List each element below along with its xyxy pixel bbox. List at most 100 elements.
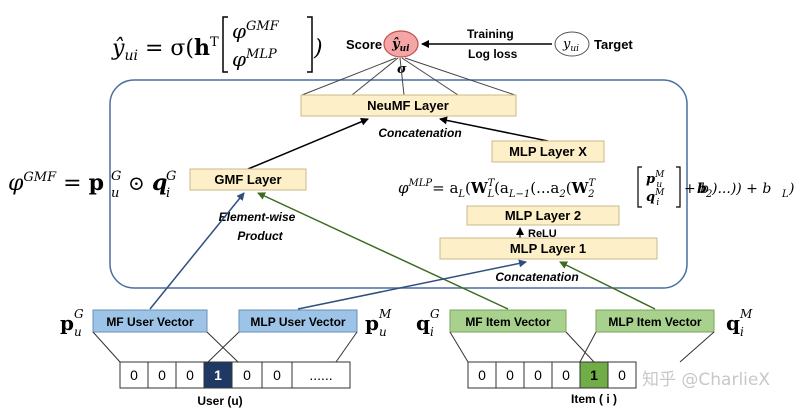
svg-text:φGMF = p: φGMF = p	[8, 170, 104, 196]
concat-top-label: Concatenation	[378, 126, 461, 140]
elementwise-label-2: Product	[237, 229, 283, 243]
onehot-cell	[291, 361, 351, 389]
elementwise-label-1: Element-wise	[219, 210, 296, 224]
svg-text:pMu: pMu	[646, 170, 665, 190]
svg-text:M: M	[378, 307, 392, 321]
item-input-label: Item ( i )	[571, 392, 617, 406]
svg-text:p: p	[60, 311, 74, 335]
mf-item-vector	[449, 309, 567, 333]
svg-text:G: G	[111, 169, 121, 184]
svg-text:i: i	[166, 186, 170, 201]
concat-bottom-label: Concatenation	[495, 270, 578, 284]
onehot-cell	[231, 361, 263, 389]
svg-text:L: L	[781, 189, 789, 200]
svg-text:M: M	[739, 307, 753, 321]
score-node	[383, 30, 419, 58]
watermark: 知乎 @CharlieX	[642, 370, 770, 390]
prediction-formula: ŷui = σ(hT φGMF φMLP )	[111, 16, 323, 73]
svg-text:p: p	[365, 311, 379, 335]
onehot-value: 1	[590, 367, 598, 383]
mlp-item-to-mlp1-arrow	[559, 261, 656, 310]
onehot-value: 0	[478, 367, 486, 383]
svg-text:φMLP= aL(WTL(aL−1(...a2(WT2: φMLP= aL(WTL(aL−1(...a2(WT2	[398, 178, 596, 200]
onehot-value: 0	[186, 367, 194, 383]
svg-text:+ b: + b	[684, 181, 709, 197]
svg-text:MLP Layer 1: MLP Layer 1	[510, 241, 586, 256]
onehot-value: 0	[534, 367, 542, 383]
svg-text:G: G	[166, 169, 176, 184]
onehot-cell	[203, 361, 233, 389]
user-input-label: User (u)	[197, 394, 242, 408]
onehot-value: 0	[130, 367, 138, 383]
onehot-value: 0	[506, 367, 514, 383]
svg-text:2: 2	[705, 189, 712, 200]
svg-text:): )	[788, 181, 794, 197]
svg-text:ŷui = σ(hT: ŷui = σ(hT	[111, 35, 219, 64]
svg-text:q: q	[152, 170, 167, 196]
svg-text:i: i	[430, 325, 434, 339]
embedding-connectors	[92, 331, 715, 363]
onehot-value: 0	[158, 367, 166, 383]
svg-text:q: q	[726, 311, 740, 335]
vector-symbols: p G u p M u q G i q M i	[60, 307, 753, 339]
onehot-value: 0	[618, 367, 626, 383]
user-onehot-row: 0 0 0 1 0 0......	[119, 361, 351, 389]
mlp-user-to-mlp1-arrow	[297, 259, 527, 310]
mf-item-to-gmf-arrow	[257, 192, 509, 310]
target-node	[554, 31, 590, 57]
sigma-label: σ	[397, 62, 407, 77]
svg-text:MF User Vector: MF User Vector	[106, 315, 194, 329]
score-label: Score	[346, 37, 382, 52]
mlp-item-vector	[595, 309, 715, 333]
mf-user-vector	[92, 309, 208, 333]
onehot-cell	[607, 361, 637, 389]
training-label: Training	[467, 27, 514, 41]
gmf-formula: φGMF = p G u ⊙ q G i	[8, 169, 176, 201]
svg-text:NeuMF Layer: NeuMF Layer	[367, 98, 449, 113]
onehot-cell	[523, 361, 553, 389]
svg-text:G: G	[430, 307, 440, 321]
onehot-value: 1	[214, 367, 222, 383]
svg-text:GMF Layer: GMF Layer	[214, 172, 281, 187]
mlp-layer-1	[439, 237, 658, 260]
svg-text:MF Item Vector: MF Item Vector	[465, 315, 551, 329]
mlpx-to-neumf-arrow	[439, 116, 549, 142]
onehot-value: ......	[309, 367, 332, 383]
onehot-cell	[147, 361, 177, 389]
svg-text:q: q	[416, 311, 430, 335]
svg-text:MLP User Vector: MLP User Vector	[250, 315, 345, 329]
svg-text:u: u	[379, 325, 387, 339]
output-fan	[301, 57, 516, 96]
svg-text:G: G	[74, 307, 84, 321]
onehot-value: 0	[273, 367, 281, 383]
svg-text:ŷui: ŷui	[391, 37, 410, 54]
svg-text:i: i	[740, 325, 744, 339]
svg-text:φGMF: φGMF	[232, 19, 280, 43]
svg-text:MLP Layer 2: MLP Layer 2	[505, 208, 581, 223]
svg-text:⊙: ⊙	[128, 171, 145, 195]
onehot-value: 0	[243, 367, 251, 383]
svg-text:MLP Item Vector: MLP Item Vector	[608, 315, 701, 329]
gmf-layer	[189, 168, 307, 191]
svg-text:b: b	[697, 181, 707, 197]
relu-label: ReLU	[528, 228, 557, 240]
onehot-cell	[261, 361, 293, 389]
item-onehot-row: 0 0 0 0 1 0	[467, 361, 637, 389]
svg-text:): )	[313, 36, 323, 61]
mlp-user-vector	[238, 309, 358, 333]
target-label: Target	[594, 37, 633, 52]
onehot-value: 0	[562, 367, 570, 383]
svg-text:u: u	[74, 325, 82, 339]
svg-text:qMi: qMi	[646, 188, 665, 208]
mlp-layer-2	[466, 205, 620, 226]
neumf-layer	[300, 94, 517, 117]
onehot-cell	[175, 361, 205, 389]
svg-text:yui: yui	[562, 37, 579, 54]
gmf-to-neumf-arrow	[247, 118, 369, 170]
svg-text:φMLP: φMLP	[232, 47, 277, 71]
svg-text:u: u	[111, 186, 119, 201]
svg-text:)...)) + b: )...)) + b	[711, 181, 771, 197]
mf-user-to-gmf-arrow	[149, 192, 245, 310]
